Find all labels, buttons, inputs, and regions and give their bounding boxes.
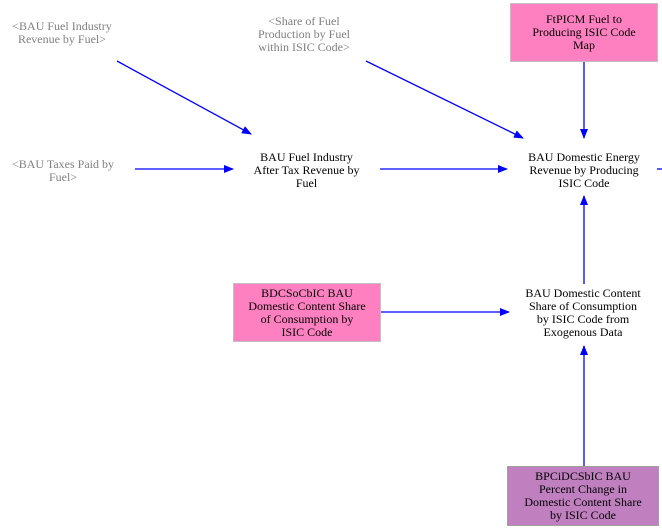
arrow-revenue-to-after-tax xyxy=(116,60,252,135)
domestic-energy-revenue-variable[interactable]: BAU Domestic Energy Revenue by Producing… xyxy=(528,149,640,190)
bpcidcsbic-data-box[interactable]: BPCiDCSbIC BAU Percent Change in Domesti… xyxy=(507,466,659,526)
domestic-content-share-variable[interactable]: BAU Domestic Content Share of Consumptio… xyxy=(525,286,641,339)
bdcsocbic-data-box[interactable]: BDCSoCbIC BAU Domestic Content Share of … xyxy=(233,283,381,342)
arrow-share-to-domestic-revenue xyxy=(365,60,524,139)
after-tax-revenue-variable[interactable]: BAU Fuel Industry After Tax Revenue by F… xyxy=(253,149,360,190)
ftpicm-fuel-to-isic-map-box[interactable]: FtPICM Fuel to Producing ISIC Code Map xyxy=(510,3,658,62)
bau-taxes-paid-shadow-variable[interactable]: <BAU Taxes Paid by Fuel> xyxy=(11,157,115,184)
share-fuel-production-shadow-variable[interactable]: <Share of Fuel Production by Fuel within… xyxy=(258,13,350,54)
bau-fuel-industry-revenue-shadow-variable[interactable]: <BAU Fuel Industry Revenue by Fuel> xyxy=(12,19,112,46)
